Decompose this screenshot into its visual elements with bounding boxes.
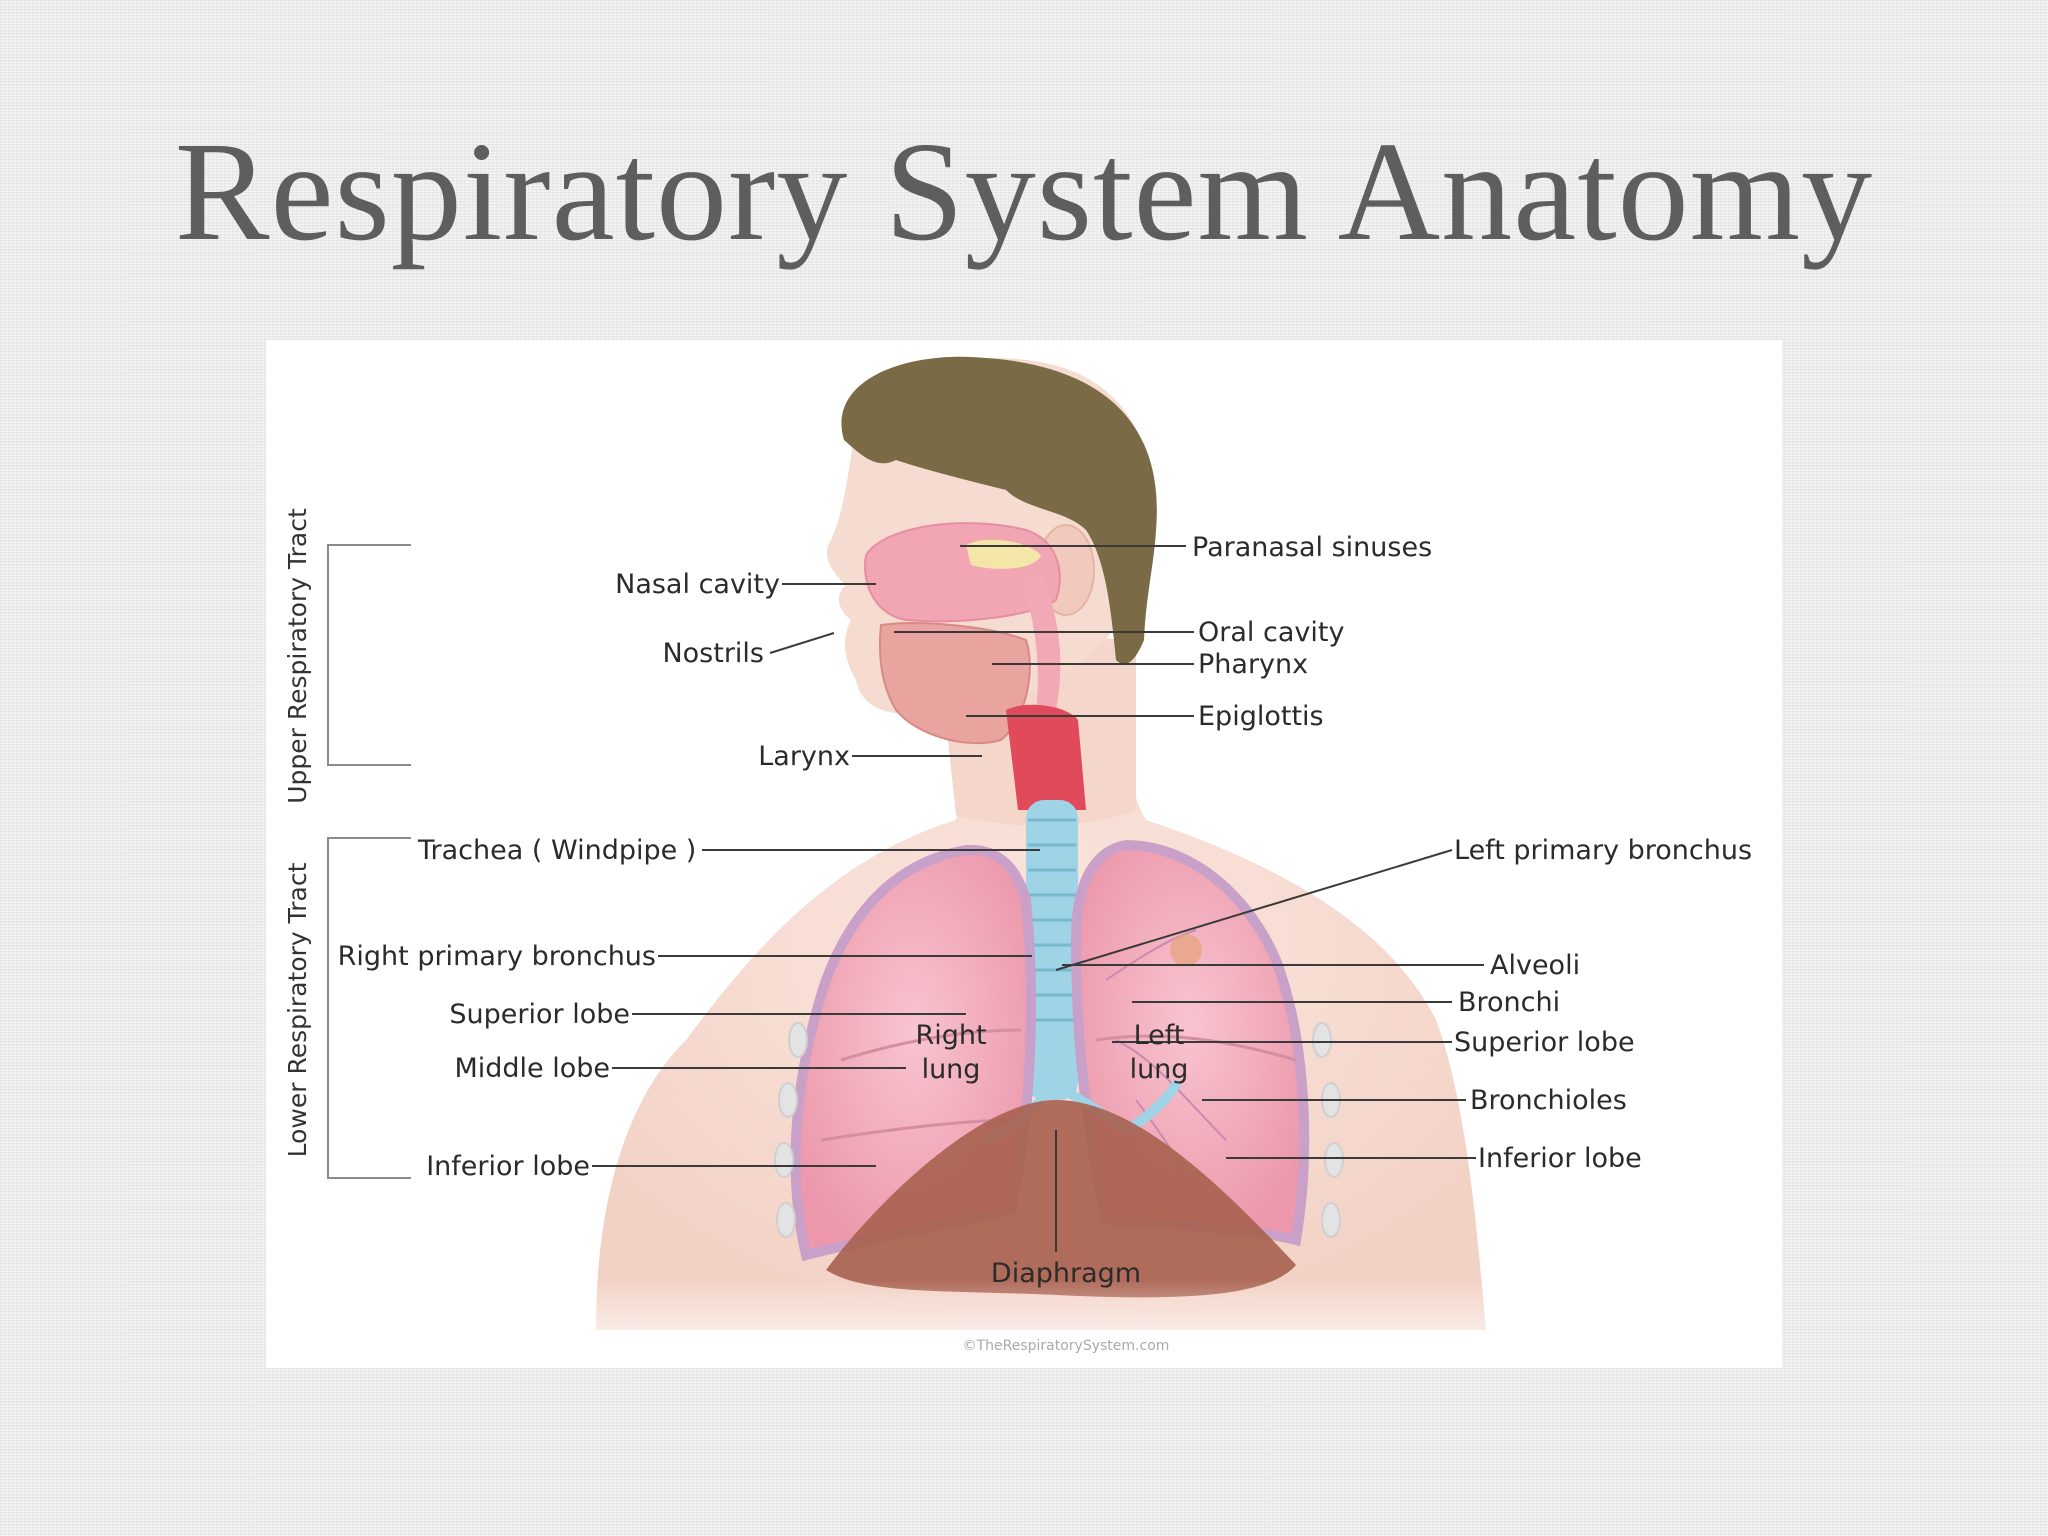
label-right-lung-2: lung (922, 1054, 981, 1085)
label-left-primary-bronchus: Left primary bronchus (1454, 835, 1752, 866)
lower-tract-label: Lower Respiratory Tract (283, 862, 312, 1157)
anatomy-figure: Upper Respiratory Tract Lower Respirator… (266, 340, 1782, 1368)
label-superior-lobe-left: Superior lobe (1454, 1027, 1635, 1058)
sinus-region (966, 539, 1041, 569)
diaphragm-shape (826, 1100, 1296, 1298)
larynx (1006, 704, 1086, 810)
slide-title: Respiratory System Anatomy (174, 112, 1874, 270)
label-right-lung-1: Right (915, 1020, 986, 1051)
label-middle-lobe: Middle lobe (454, 1053, 610, 1084)
label-superior-lobe-right: Superior lobe (449, 999, 630, 1030)
oral-cavity-region (878, 622, 1031, 745)
label-left-lung-2: lung (1130, 1054, 1189, 1085)
anatomy-illustration: Upper Respiratory Tract Lower Respirator… (283, 356, 1752, 1368)
label-nostrils: Nostrils (662, 638, 764, 669)
label-alveoli: Alveoli (1490, 950, 1580, 981)
trachea-tube (1026, 800, 1078, 1100)
label-pharynx: Pharynx (1198, 649, 1308, 680)
label-bronchioles: Bronchioles (1470, 1085, 1627, 1116)
lower-tract-bracket (327, 837, 411, 1179)
pharynx (1021, 575, 1061, 710)
hair (841, 356, 1157, 664)
label-left-lung-1: Left (1134, 1020, 1185, 1051)
image-credit: ©TheRespiratorySystem.com (963, 1338, 1170, 1354)
label-right-primary-bronchus: Right primary bronchus (338, 941, 656, 972)
upper-tract-bracket (327, 544, 411, 766)
label-oral-cavity: Oral cavity (1198, 617, 1344, 648)
label-bronchi: Bronchi (1458, 987, 1560, 1018)
leader-lines (592, 545, 1484, 1252)
label-larynx: Larynx (758, 741, 850, 772)
upper-tract-label: Upper Respiratory Tract (283, 508, 312, 804)
label-paranasal-sinuses: Paranasal sinuses (1192, 532, 1432, 563)
label-diaphragm: Diaphragm (991, 1258, 1141, 1289)
ribs (774, 1022, 1344, 1238)
label-inferior-lobe-left: Inferior lobe (1478, 1143, 1642, 1174)
label-trachea: Trachea ( Windpipe ) (417, 835, 696, 866)
label-nasal-cavity: Nasal cavity (615, 569, 780, 600)
label-epiglottis: Epiglottis (1198, 701, 1324, 732)
label-inferior-lobe-right: Inferior lobe (426, 1151, 590, 1182)
